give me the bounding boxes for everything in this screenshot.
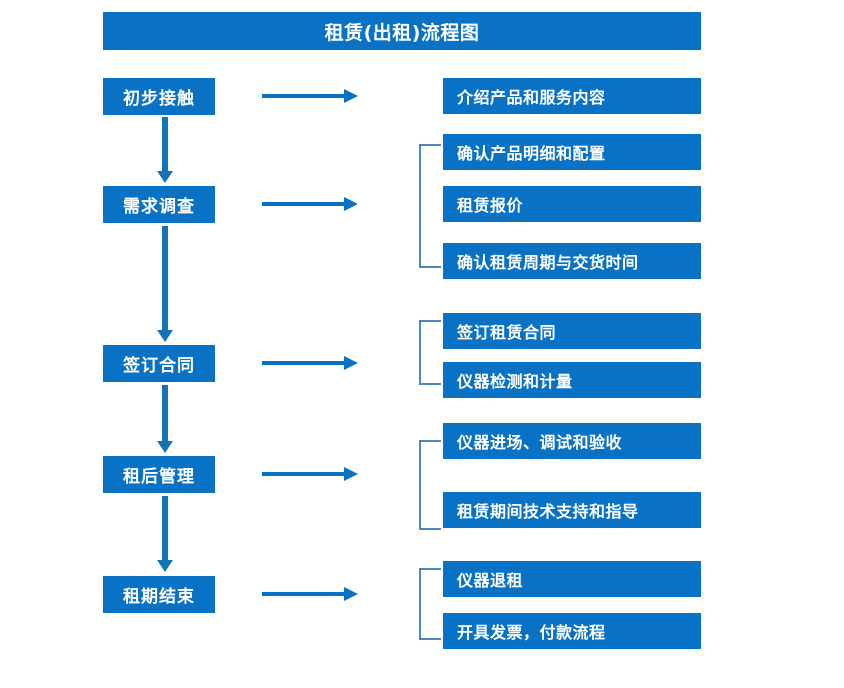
arrow-head bbox=[157, 441, 173, 453]
arrow-head bbox=[157, 330, 173, 342]
arrow-shaft bbox=[162, 496, 168, 561]
stage-box-needs-survey[interactable]: 需求调查 bbox=[103, 186, 215, 223]
arrow-shaft bbox=[262, 202, 344, 206]
detail-box-technical-support[interactable]: 租赁期间技术支持和指导 bbox=[443, 492, 701, 528]
arrow-head bbox=[344, 467, 358, 481]
right-arrow-icon-4 bbox=[262, 467, 358, 481]
right-arrow-icon-3 bbox=[262, 356, 358, 370]
arrow-shaft bbox=[262, 472, 344, 476]
detail-box-intro-products-services[interactable]: 介绍产品和服务内容 bbox=[443, 78, 701, 114]
arrow-shaft bbox=[162, 385, 168, 442]
down-arrow-icon-1 bbox=[157, 117, 173, 183]
group-bracket-post-rental bbox=[419, 440, 441, 530]
detail-box-instrument-return[interactable]: 仪器退租 bbox=[443, 561, 701, 597]
stage-box-initial-contact[interactable]: 初步接触 bbox=[103, 78, 215, 115]
arrow-head bbox=[157, 560, 173, 572]
down-arrow-icon-4 bbox=[157, 496, 173, 572]
arrow-shaft bbox=[162, 117, 168, 172]
stage-box-post-rental-management[interactable]: 租后管理 bbox=[103, 456, 215, 493]
arrow-head bbox=[157, 171, 173, 183]
detail-box-confirm-product-spec[interactable]: 确认产品明细和配置 bbox=[443, 134, 701, 170]
detail-box-rental-quote[interactable]: 租赁报价 bbox=[443, 186, 701, 222]
detail-box-confirm-period-delivery[interactable]: 确认租赁周期与交货时间 bbox=[443, 243, 701, 279]
arrow-shaft bbox=[262, 592, 344, 596]
detail-box-invoice-payment[interactable]: 开具发票，付款流程 bbox=[443, 613, 701, 649]
group-bracket-sign-contract bbox=[419, 320, 441, 385]
arrow-shaft bbox=[262, 361, 344, 365]
arrow-head bbox=[344, 356, 358, 370]
page-title: 租赁(出租)流程图 bbox=[103, 12, 701, 50]
arrow-head bbox=[344, 89, 358, 103]
detail-box-instrument-inspection[interactable]: 仪器检测和计量 bbox=[443, 362, 701, 398]
arrow-head bbox=[344, 197, 358, 211]
arrow-head bbox=[344, 587, 358, 601]
right-arrow-icon-1 bbox=[262, 89, 358, 103]
group-bracket-needs-survey bbox=[419, 144, 441, 268]
group-bracket-rental-end bbox=[419, 568, 441, 640]
stage-box-rental-end[interactable]: 租期结束 bbox=[103, 576, 215, 613]
right-arrow-icon-2 bbox=[262, 197, 358, 211]
arrow-shaft bbox=[262, 94, 344, 98]
stage-box-sign-contract[interactable]: 签订合同 bbox=[103, 345, 215, 382]
arrow-shaft bbox=[162, 226, 168, 331]
down-arrow-icon-2 bbox=[157, 226, 173, 342]
detail-box-sign-rental-contract[interactable]: 签订租赁合同 bbox=[443, 313, 701, 349]
down-arrow-icon-3 bbox=[157, 385, 173, 453]
right-arrow-icon-5 bbox=[262, 587, 358, 601]
detail-box-instrument-install-commission[interactable]: 仪器进场、调试和验收 bbox=[443, 423, 701, 459]
